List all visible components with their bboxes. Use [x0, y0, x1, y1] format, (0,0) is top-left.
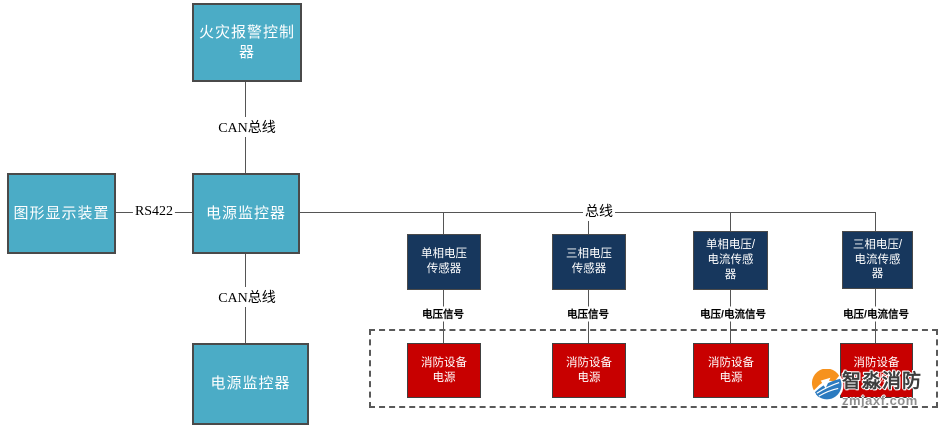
connector-bus-drop-1	[443, 213, 444, 234]
label-voltage-current-signal-1: 电压/电流信号	[698, 306, 768, 322]
label-rs422: RS422	[132, 204, 176, 220]
connector-bus-drop-2	[588, 213, 589, 234]
node-fire-equipment-power-1: 消防设备 电源	[407, 343, 481, 398]
label-voltage-signal-1: 电压信号	[420, 306, 466, 322]
label-can-bus-top: CAN总线	[216, 117, 278, 137]
node-fire-equipment-power-4: 消防设备 电源	[840, 343, 913, 398]
node-fire-equipment-power-3: 消防设备 电源	[693, 343, 769, 398]
node-fire-equipment-power-2: 消防设备 电源	[552, 343, 626, 398]
node-fire-alarm-controller: 火灾报警控制器	[192, 3, 302, 82]
watermark-site: zmjaxf.com	[842, 393, 918, 408]
label-bus: 总线	[583, 201, 615, 221]
node-sensor-three-phase-voltage: 三相电压 传感器	[552, 234, 626, 290]
watermark: 智淼消防 zmjaxf.com	[811, 366, 922, 408]
brand-logo-icon	[811, 369, 844, 402]
protected-zone-dashed-border	[369, 329, 938, 408]
label-voltage-current-signal-2: 电压/电流信号	[841, 306, 911, 322]
node-sensor-single-phase-voltage-current: 单相电压/ 电流传感 器	[693, 231, 768, 290]
connector-bus-drop-4	[875, 213, 876, 231]
connector-bus-drop-3	[730, 213, 731, 231]
label-voltage-signal-2: 电压信号	[565, 306, 611, 322]
watermark-text: 智淼消防 zmjaxf.com	[842, 366, 922, 408]
node-power-monitor-mid: 电源监控器	[192, 173, 300, 254]
label-can-bus-bottom: CAN总线	[216, 287, 278, 307]
node-sensor-three-phase-voltage-current: 三相电压/ 电流传感 器	[842, 231, 913, 289]
node-power-monitor-bottom: 电源监控器	[192, 343, 309, 425]
watermark-brand: 智淼消防	[842, 371, 923, 392]
node-sensor-single-phase-voltage: 单相电压 传感器	[407, 234, 481, 290]
node-graphic-display-device: 图形显示装置	[7, 173, 116, 254]
